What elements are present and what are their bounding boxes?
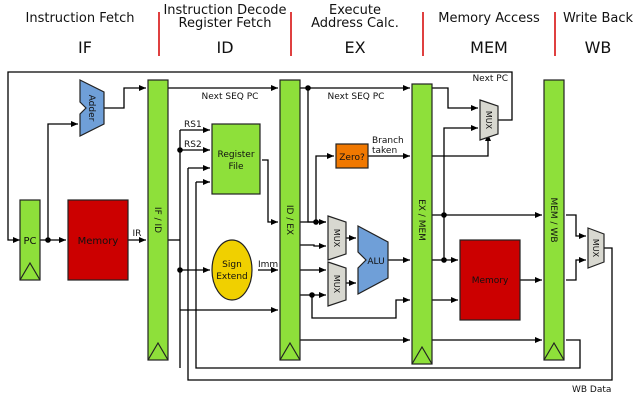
branch-taken-label-2: taken — [372, 146, 397, 156]
id-ex-register: ID / EX — [279, 79, 301, 361]
register-file-label-2: File — [228, 162, 244, 172]
stage-mem-title: Memory Access — [438, 11, 540, 26]
wb-data-label: WB Data — [572, 385, 611, 395]
pc-select-mux: MUX — [479, 99, 499, 141]
mem-wb-register: MEM / WB — [543, 79, 565, 361]
stage-wb-title: Write Back — [563, 11, 633, 26]
wire-alu-result-mux — [443, 125, 478, 142]
stage-wb-abbr: WB — [585, 38, 612, 57]
mem-wb-label: MEM / WB — [548, 197, 558, 242]
stage-mem-abbr: MEM — [470, 38, 508, 57]
stage-if-title: Instruction Fetch — [26, 11, 135, 26]
rs1-label: RS1 — [184, 120, 202, 130]
id-ex-label: ID / EX — [284, 205, 294, 235]
stage-id-abbr: ID — [216, 38, 233, 57]
wire-idex-b — [300, 243, 326, 249]
clock-icon — [19, 261, 41, 281]
wire-rs1 — [179, 130, 210, 150]
next-seq-pc-label-1: Next SEQ PC — [202, 92, 259, 102]
rs2-label: RS2 — [184, 140, 202, 150]
alu: ALU — [357, 225, 389, 295]
junction-dot — [441, 257, 447, 263]
wire-store-data — [311, 295, 410, 319]
wire-zero-in — [315, 153, 334, 222]
next-seq-pc-label-2: Next SEQ PC — [328, 92, 385, 102]
ex-mem-label: EX / MEM — [416, 199, 426, 241]
stage-ex-title-2: Address Calc. — [311, 16, 399, 31]
stage-ex-title-1: Execute — [329, 3, 381, 18]
adder: Adder — [79, 79, 105, 137]
stage-if-abbr: IF — [78, 38, 92, 57]
zero-label: Zero? — [339, 153, 365, 163]
junction-dot — [305, 85, 311, 91]
alu-mux-bottom: MUX — [327, 261, 347, 307]
instruction-memory-label: Memory — [78, 236, 119, 247]
register-file-label-1: Register — [217, 150, 254, 160]
wire-memwb-mux-a — [566, 214, 586, 239]
mux-label: MUX — [484, 111, 493, 130]
data-memory: Memory — [459, 239, 521, 321]
zero-check: Zero? — [335, 143, 369, 169]
ex-mem-register: EX / MEM — [411, 83, 433, 365]
wire-regfile-a — [262, 159, 278, 225]
wire-next-pc — [7, 71, 513, 243]
stage-ex-abbr: EX — [344, 38, 365, 57]
clock-icon — [147, 341, 169, 361]
wire-branch-taken-mux — [432, 134, 491, 157]
sign-extend-label-2: Extend — [216, 272, 248, 282]
instruction-memory: Memory — [67, 199, 129, 281]
if-id-register: IF / ID — [147, 79, 169, 361]
alu-label: ALU — [367, 257, 384, 267]
junction-dot — [309, 292, 315, 298]
junctions — [45, 85, 447, 298]
sign-extend: Sign Extend — [211, 239, 253, 301]
sign-extend-label-1: Sign — [222, 260, 242, 270]
stage-id-title-1: Instruction Decode — [163, 3, 286, 18]
alu-mux-top: MUX — [327, 215, 347, 261]
stage-id-title-2: Register Fetch — [179, 16, 272, 31]
imm-label: Imm — [258, 260, 278, 270]
junction-dot — [177, 147, 183, 153]
mux-label: MUX — [591, 239, 600, 258]
junction-dot — [45, 237, 51, 243]
wires — [7, 71, 613, 381]
junction-dot — [177, 267, 183, 273]
wire-memwb-mux-b — [566, 257, 586, 281]
junction-dot — [441, 212, 447, 218]
wire-wb-data — [187, 168, 613, 381]
register-file: Register File — [211, 123, 261, 195]
wire-pc-alu-mux — [307, 88, 326, 225]
data-memory-label: Memory — [472, 276, 509, 286]
clock-icon — [411, 345, 433, 365]
adder-label: Adder — [86, 95, 96, 122]
wire-pc-adder — [47, 121, 78, 240]
junction-dot — [313, 219, 319, 225]
pc-label: PC — [23, 236, 36, 247]
wire-wb-dest-loop — [195, 182, 581, 369]
wire-exmem-mux — [432, 87, 478, 111]
branch-taken-label-1: Branch — [372, 136, 404, 146]
pc-register: PC — [19, 199, 41, 281]
stage-header: Instruction Fetch IF Instruction Decode … — [26, 3, 634, 57]
wire-address — [443, 142, 458, 263]
ir-label: IR — [133, 229, 142, 239]
clock-icon — [279, 341, 301, 361]
mux-label: MUX — [332, 229, 341, 248]
clock-icon — [543, 341, 565, 361]
writeback-mux: MUX — [587, 227, 605, 269]
wire-adder-ifid — [104, 85, 146, 109]
mux-label: MUX — [332, 275, 341, 294]
next-pc-label: Next PC — [472, 74, 508, 84]
if-id-label: IF / ID — [152, 207, 162, 233]
